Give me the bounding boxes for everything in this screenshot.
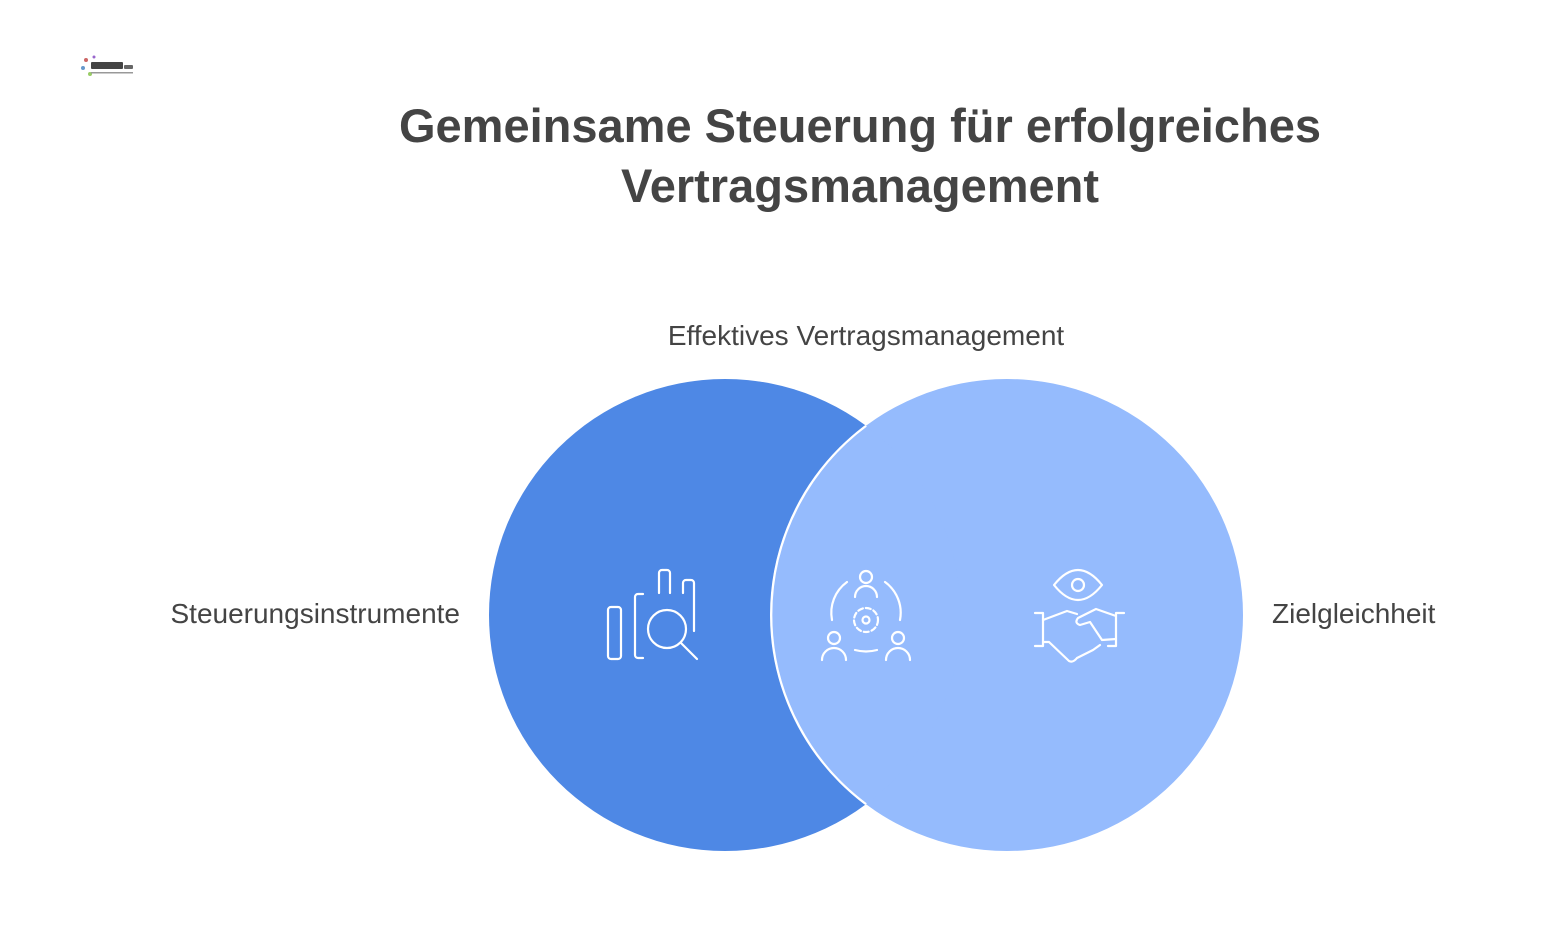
team-gear-icon	[820, 569, 912, 662]
set-label-right: Zielgleichheit	[1272, 598, 1436, 629]
page-title: Gemeinsame Steuerung für erfolgreiches V…	[330, 96, 1390, 216]
chart-search-icon	[606, 568, 699, 661]
eye-handshake-icon	[1033, 569, 1126, 663]
title-line-1: Gemeinsame Steuerung für erfolgreiches	[398, 99, 1321, 152]
logo	[78, 52, 138, 80]
intersection-area	[771, 379, 961, 851]
set-label-left: Steuerungsinstrumente	[170, 598, 460, 629]
intersection-label: Effektives Vertragsmanagement	[667, 320, 1065, 351]
title-line-2: Vertragsmanagement	[620, 159, 1100, 212]
